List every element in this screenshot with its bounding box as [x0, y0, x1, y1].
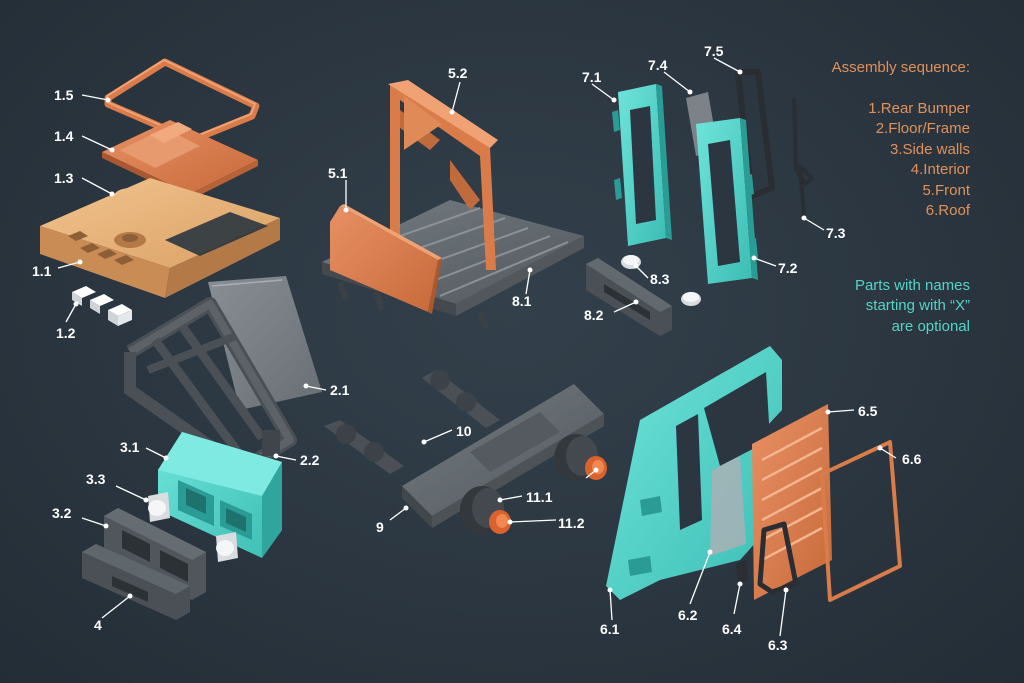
sequence-step-6: 6.Roof: [925, 202, 970, 219]
part-8-2-side-step: [586, 258, 672, 336]
optional-note-line-3: are optional: [891, 317, 970, 335]
part-3-2-rear-panel: [104, 508, 206, 600]
optional-note-line-1: Parts with names: [854, 276, 970, 294]
label-1-4: 1.4: [54, 128, 74, 144]
label-3-2: 3.2: [52, 505, 72, 521]
label-11-2: 11.2: [558, 515, 585, 531]
part-5-1-front-panel: [330, 204, 442, 314]
part-1-5-rear-rail: [104, 58, 260, 150]
part-4-rear-step: [82, 544, 190, 620]
part-7-1-side-door-left: [612, 84, 672, 246]
optional-parts-note: Parts with names starting with “X” are o…: [832, 276, 970, 338]
label-7-1: 7.1: [582, 69, 602, 85]
label-6-5: 6.5: [858, 403, 878, 419]
part-7-3-door-rod: [792, 97, 814, 217]
part-6-4-latch: [736, 560, 748, 584]
part-3-1-rear-wall: [158, 432, 282, 558]
legend-panel: Assembly sequence: 1.Rear Bumper 2.Floor…: [832, 58, 970, 337]
sequence-step-1: 1.Rear Bumper: [868, 99, 970, 117]
part-6-3-cab-handle: [757, 521, 799, 595]
label-6-3: 6.3: [768, 637, 788, 653]
label-2-1: 2.1: [330, 382, 350, 398]
part-6-2-cab-window: [710, 456, 746, 556]
label-1-1: 1.1: [32, 263, 52, 279]
part-10-axle: [324, 370, 500, 474]
label-1-3: 1.3: [54, 170, 74, 186]
label-7-4: 7.4: [648, 57, 668, 73]
label-7-5: 7.5: [704, 43, 724, 59]
label-11-1: 11.1: [526, 489, 553, 505]
label-8-1: 8.1: [512, 293, 532, 309]
label-6-1: 6.1: [600, 621, 620, 637]
part-labels: 1.5 1.4 1.3 1.1 1.2 2.1 2.2 3.1 3.3 3.2 …: [32, 43, 922, 653]
label-6-4: 6.4: [722, 621, 742, 637]
label-5-2: 5.2: [448, 65, 468, 81]
label-10: 10: [456, 423, 472, 439]
label-7-2: 7.2: [778, 260, 798, 276]
label-5-1: 5.1: [328, 165, 348, 181]
label-4: 4: [94, 617, 102, 633]
sequence-step-2: 2.Floor/Frame: [875, 120, 970, 137]
assembly-sequence-title: Assembly sequence:: [831, 59, 970, 76]
label-9: 9: [376, 519, 384, 535]
label-7-3: 7.3: [826, 225, 846, 241]
part-2-1-rear-glass: [208, 276, 322, 410]
label-2-2: 2.2: [300, 452, 320, 468]
part-1-2-bumper-clips: [72, 286, 132, 326]
part-5-2-front-frame: [388, 80, 498, 270]
label-1-2: 1.2: [56, 325, 76, 341]
sequence-step-4: 4.Interior: [910, 161, 970, 178]
label-6-6: 6.6: [902, 451, 922, 467]
part-1-1-bumper-body: [40, 178, 280, 298]
label-8-2: 8.2: [584, 307, 604, 323]
part-6-5-cab-roof-panel: [752, 404, 832, 600]
sequence-step-5: 5.Front: [922, 181, 970, 199]
part-6-6-roof-rim: [820, 440, 902, 602]
label-1-5: 1.5: [54, 87, 74, 103]
leader-lines: [57, 57, 897, 637]
part-7-2-side-door-right: [696, 118, 758, 284]
label-3-3: 3.3: [86, 471, 106, 487]
label-3-1: 3.1: [120, 439, 140, 455]
label-8-3: 8.3: [650, 271, 670, 287]
optional-note-line-2: starting with “X”: [865, 297, 970, 314]
part-3-3-tail-lights: [148, 492, 238, 562]
label-6-2: 6.2: [678, 607, 698, 623]
sequence-step-3: 3.Side walls: [889, 140, 970, 158]
